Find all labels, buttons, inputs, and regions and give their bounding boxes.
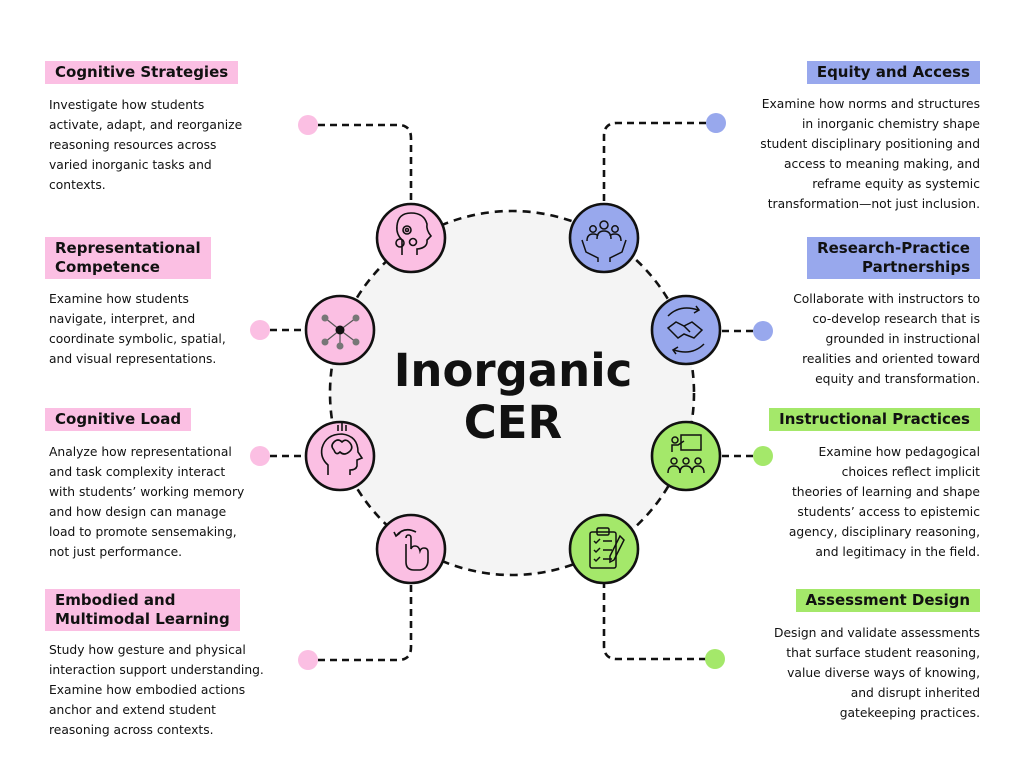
desc-assessment-design: Design and validate assessments that sur… [774,626,980,720]
dot-representational-competence [250,320,270,340]
dot-research-practice [753,321,773,341]
desc-cognitive-load: Analyze how representational and task co… [49,445,245,559]
connector-equity-access [602,121,706,205]
teacher-class-icon [650,420,722,492]
clipboard-checklist-icon [568,513,640,585]
dot-instructional-practices [753,446,773,466]
heading-research-practice: Research-Practice Partnerships [807,237,980,279]
connector-assessment-design [602,582,706,661]
center-circle [328,209,696,577]
heading-equity-access: Equity and Access [806,61,980,84]
dot-equity-access [706,113,726,133]
center-title-line1: Inorganic [393,344,633,397]
heading-cognitive-load: Cognitive Load [45,408,192,431]
heading-assessment-design: Assessment Design [795,589,980,612]
heading-cognitive-strategies: Cognitive Strategies [45,61,239,84]
heading-embodied-multimodal: Embodied and Multimodal Learning [45,589,240,631]
dot-cognitive-load [250,446,270,466]
center-title: Inorganic CER [330,345,696,449]
heading-instructional-practices: Instructional Practices [769,408,980,431]
connector-cognitive-strategies [318,123,413,205]
head-gears-icon [375,202,447,274]
handshake-cycle-icon [650,294,722,366]
dot-assessment-design [705,649,725,669]
dot-embodied-multimodal [298,650,318,670]
network-nodes-icon [304,294,376,366]
center-title-line2: CER [463,396,563,449]
dot-cognitive-strategies [298,115,318,135]
brain-head-icon [304,420,376,492]
desc-cognitive-strategies: Investigate how students activate, adapt… [49,98,243,192]
desc-embodied-multimodal: Study how gesture and physical interacti… [49,643,264,737]
desc-equity-access: Examine how norms and structures in inor… [760,97,980,211]
desc-research-practice: Collaborate with instructors to co-devel… [793,292,980,386]
hand-gesture-icon [375,513,447,585]
desc-representational-competence: Examine how students navigate, interpret… [49,292,226,366]
community-hands-icon [568,202,640,274]
desc-instructional-practices: Examine how pedagogical choices reflect … [788,445,980,559]
heading-representational-competence: Representational Competence [45,237,211,279]
connector-embodied-multimodal [318,582,413,662]
